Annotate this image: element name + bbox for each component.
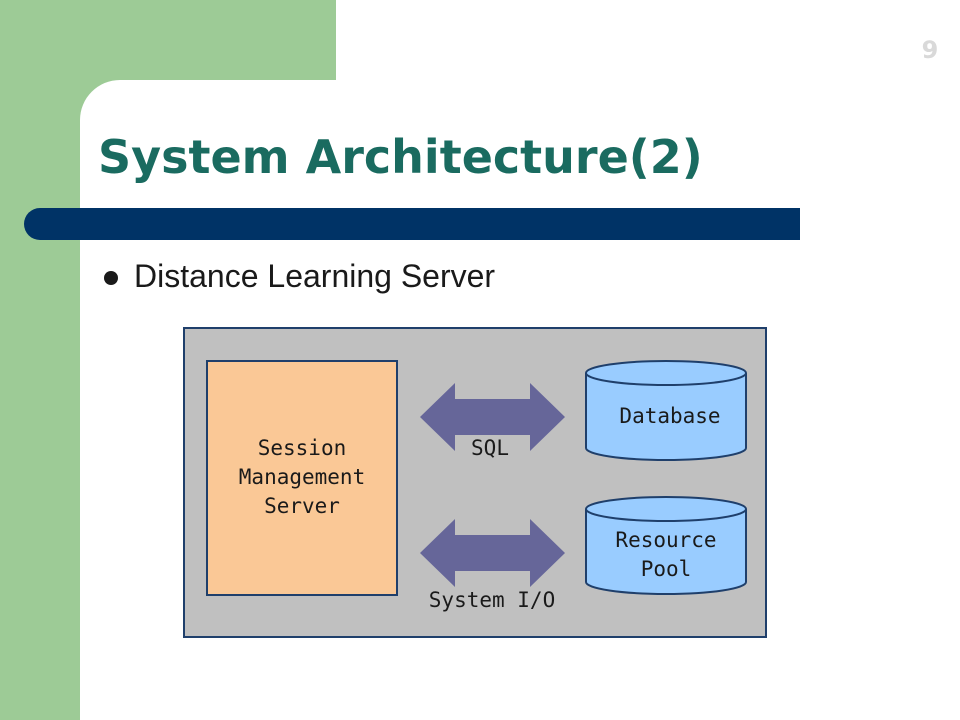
sql-label: SQL <box>471 436 509 460</box>
resource-pool-label: Resource Pool <box>615 528 717 581</box>
slide-title: System Architecture(2) <box>98 130 703 184</box>
database-label: Database <box>619 404 721 428</box>
database-cylinder <box>585 360 747 461</box>
session-management-server-label: Session Management Server <box>238 435 366 518</box>
bullet-text: Distance Learning Server <box>134 258 496 294</box>
system-io-label: System I/O <box>428 588 556 612</box>
sql-double-arrow <box>420 383 565 451</box>
title-underline-bar <box>24 208 800 240</box>
session-management-server-box: Session Management Server <box>206 360 398 596</box>
system-io-double-arrow <box>420 519 565 587</box>
resource-pool-cylinder <box>585 496 747 595</box>
bullet-dot <box>104 271 118 285</box>
slide-number: 9 <box>921 36 939 64</box>
